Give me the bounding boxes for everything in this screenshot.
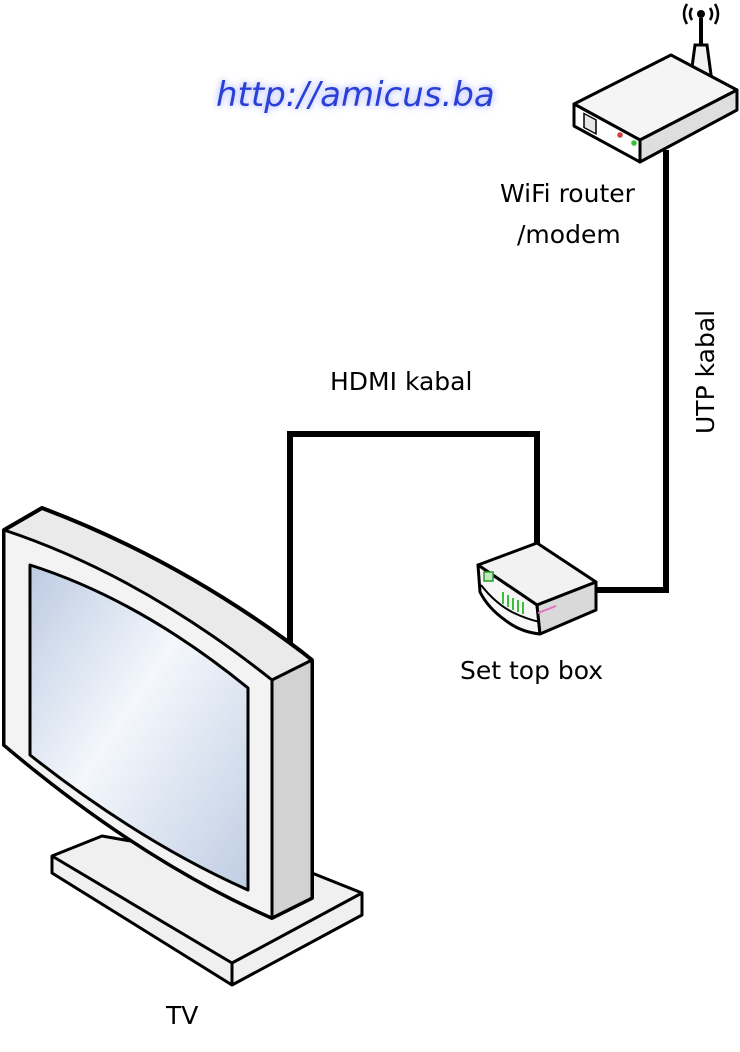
utp-cable-label: UTP kabal xyxy=(691,309,720,434)
hdmi-cable-label: HDMI kabal xyxy=(330,367,473,396)
router-label-line2: /modem xyxy=(517,220,621,249)
watermark-url: http://amicus.ba xyxy=(216,75,495,115)
tv-label: TV xyxy=(166,1001,199,1030)
hdmi-cable xyxy=(287,431,540,650)
set-top-box-label: Set top box xyxy=(460,656,604,685)
utp-cable xyxy=(596,150,669,593)
tv-icon xyxy=(2,506,364,987)
wifi-router-icon xyxy=(572,3,739,164)
router-label-line1: WiFi router xyxy=(500,179,635,208)
set-top-box-icon xyxy=(476,541,598,636)
